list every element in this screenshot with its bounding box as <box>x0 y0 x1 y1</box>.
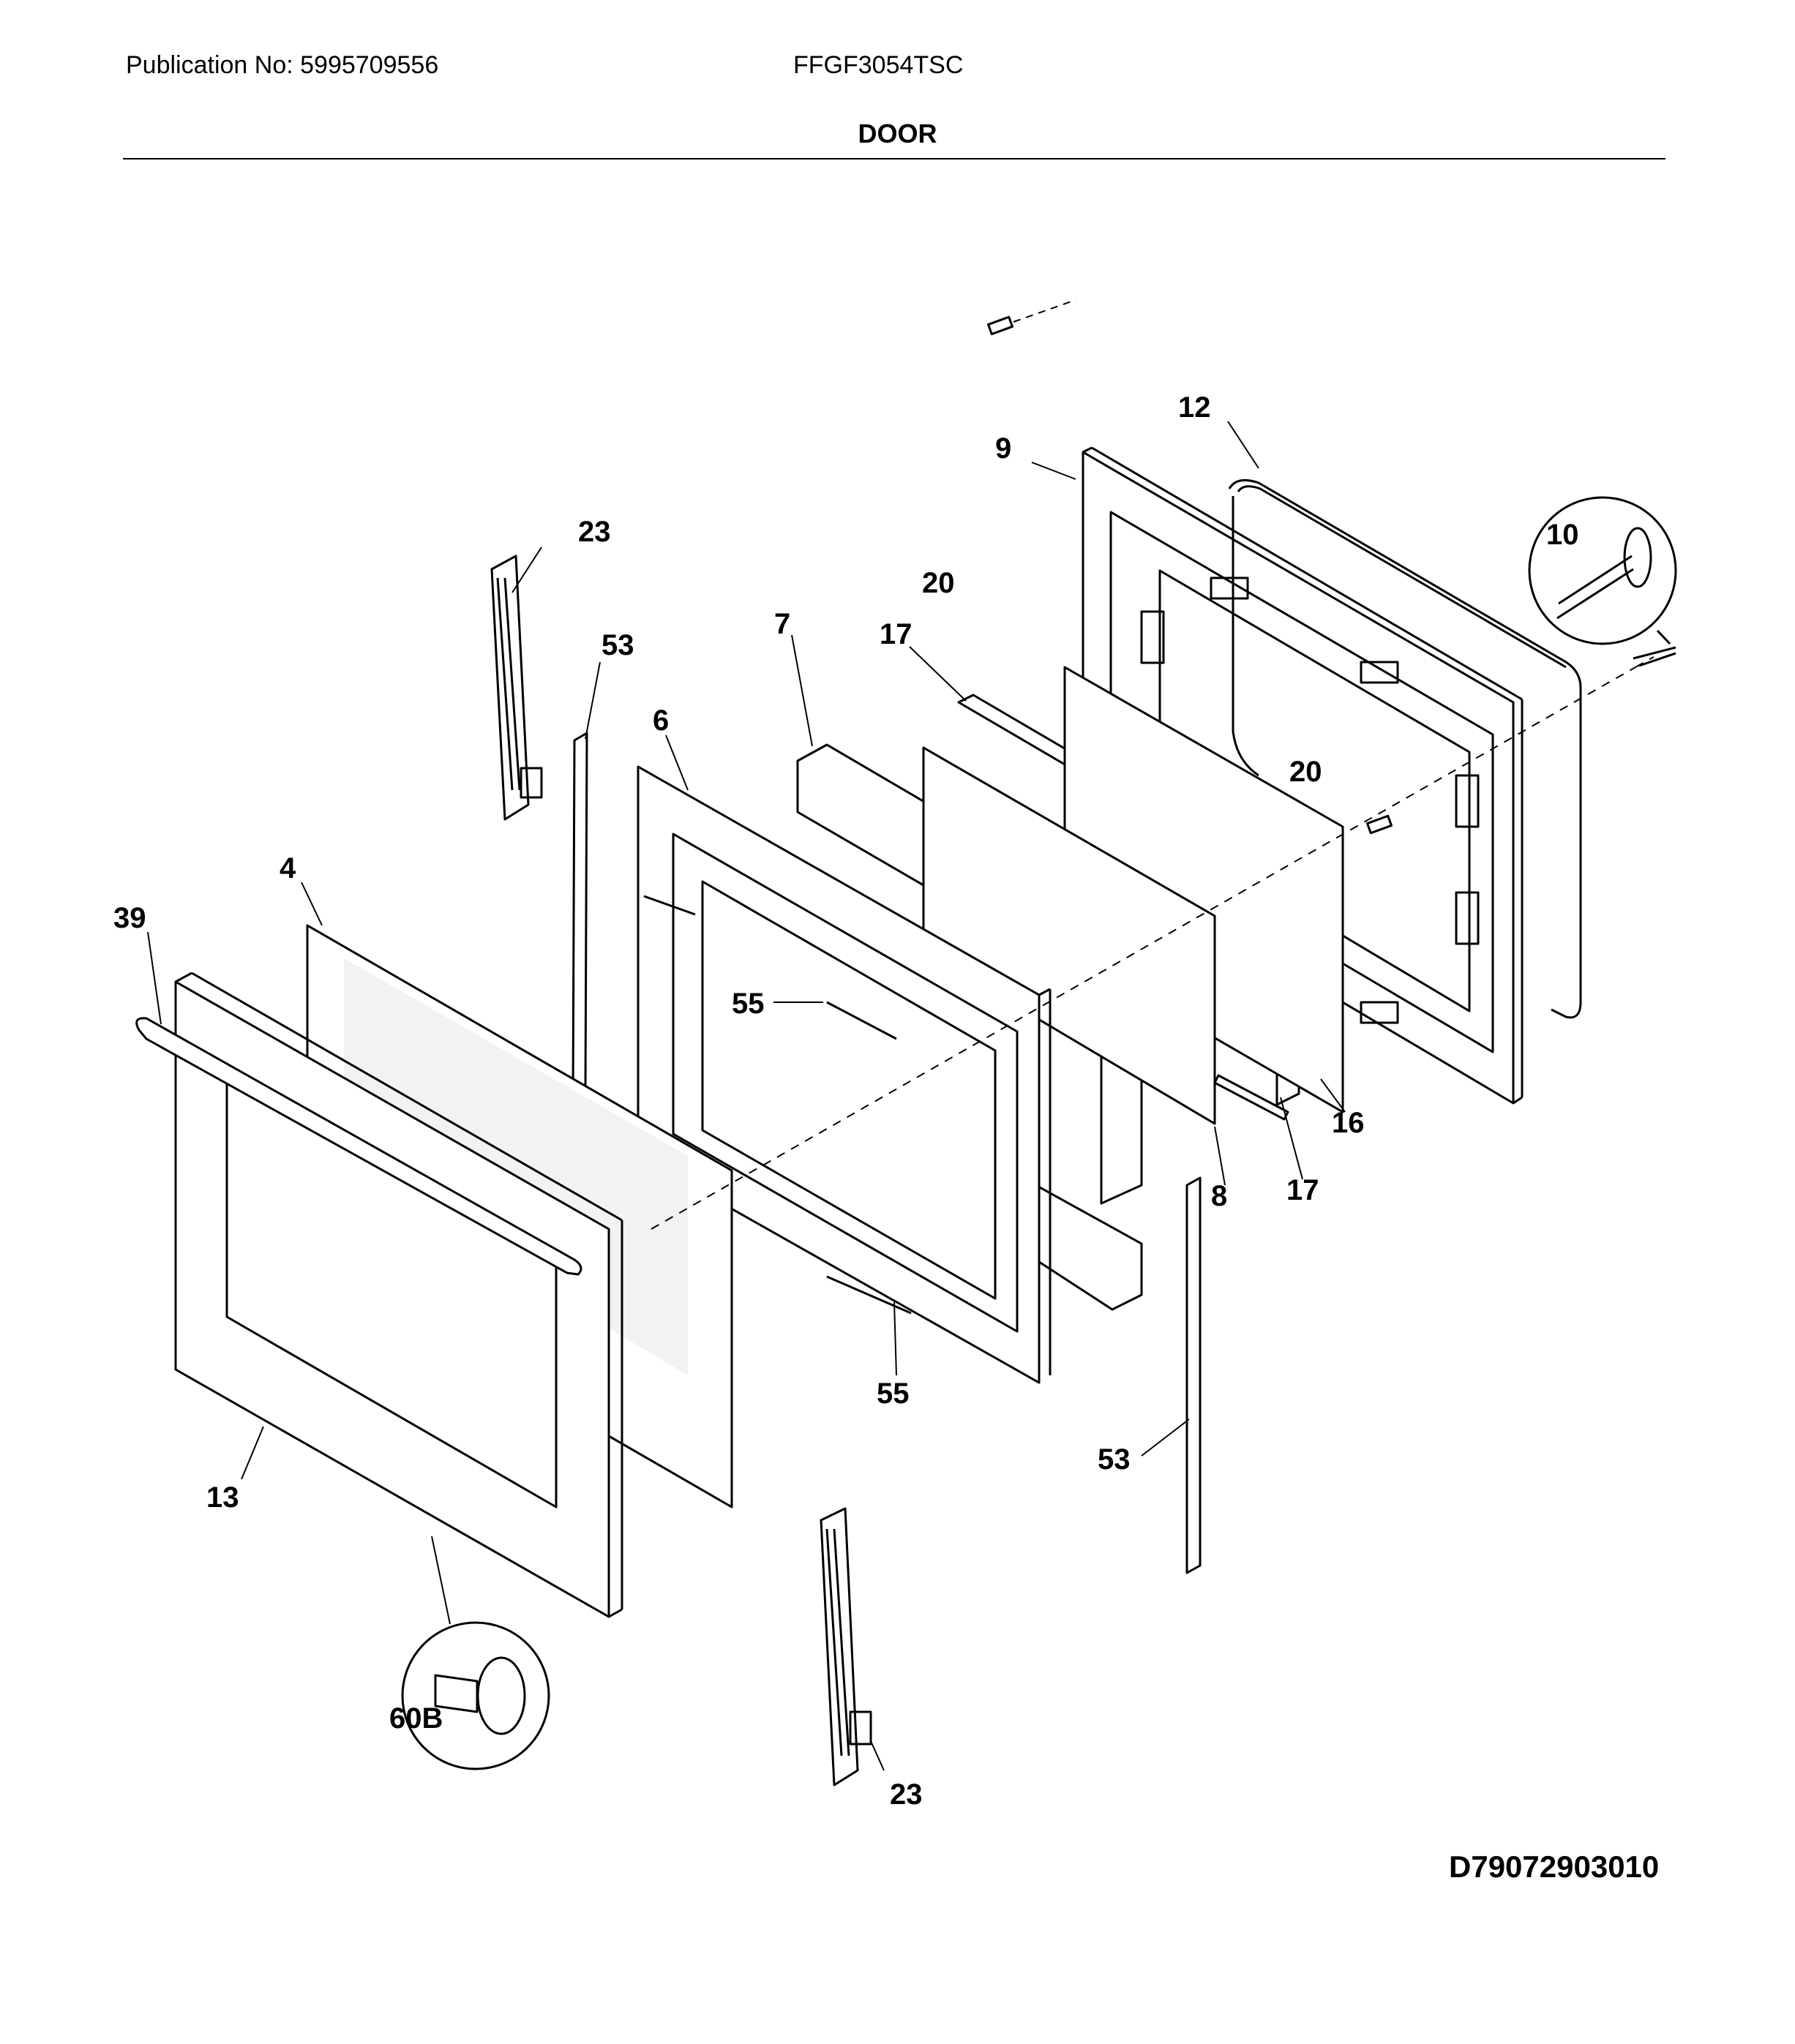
callout-20-upper: 20 <box>922 567 955 599</box>
callout-23-upper: 23 <box>578 516 611 548</box>
callout-23-lower: 23 <box>890 1778 923 1811</box>
section-title: DOOR <box>858 119 937 149</box>
callout-labels: 9 12 10 20 23 53 7 17 20 6 4 39 55 16 8 … <box>113 391 1579 1811</box>
diagram-id: D79072903010 <box>1449 1849 1660 1884</box>
part-10-detail-circle <box>1528 496 1677 667</box>
callout-17-lower: 17 <box>1286 1174 1319 1206</box>
callout-17-upper: 17 <box>880 618 913 650</box>
part-23-upper-hinge <box>490 555 543 821</box>
alignment-lines <box>651 656 1655 1230</box>
callout-55-upper: 55 <box>732 988 765 1020</box>
part-20-upper-clip <box>987 299 1076 336</box>
callout-55-lower: 55 <box>877 1378 910 1410</box>
callout-7: 7 <box>774 608 790 640</box>
part-55-upper-bracket <box>643 895 897 1040</box>
part-60b-screw-detail <box>401 1621 550 1770</box>
callout-53-lower: 53 <box>1098 1443 1131 1476</box>
callout-20-lower: 20 <box>1289 756 1322 788</box>
callout-8: 8 <box>1211 1180 1227 1212</box>
header-rule <box>123 158 1665 159</box>
part-6-door-liner <box>637 765 1052 1384</box>
callout-10: 10 <box>1546 519 1579 551</box>
part-8-middle-glass <box>922 746 1216 1125</box>
model-number: FFGF3054TSC <box>793 51 964 79</box>
publication-number: Publication No: 5995709556 <box>126 51 439 79</box>
part-53-lower-channel <box>1185 1176 1202 1574</box>
callout-39: 39 <box>113 902 146 934</box>
callout-12: 12 <box>1178 391 1211 424</box>
callout-16: 16 <box>1332 1107 1365 1139</box>
part-23-lower-hinge <box>820 1507 872 1786</box>
callout-9: 9 <box>995 432 1011 465</box>
callout-4: 4 <box>280 852 296 884</box>
part-12-door-gasket <box>1228 478 1582 1019</box>
leader-lines <box>147 421 1346 1771</box>
callout-13: 13 <box>206 1481 239 1514</box>
part-55-lower-bracket <box>826 1275 912 1315</box>
part-20-lower-clip <box>1366 814 1393 835</box>
callout-6: 6 <box>653 704 669 737</box>
part-53-upper-channel <box>572 732 588 1099</box>
callout-60b: 60B <box>389 1702 443 1735</box>
part-39-door-handle <box>135 1017 582 1276</box>
callout-53-upper: 53 <box>602 629 634 661</box>
